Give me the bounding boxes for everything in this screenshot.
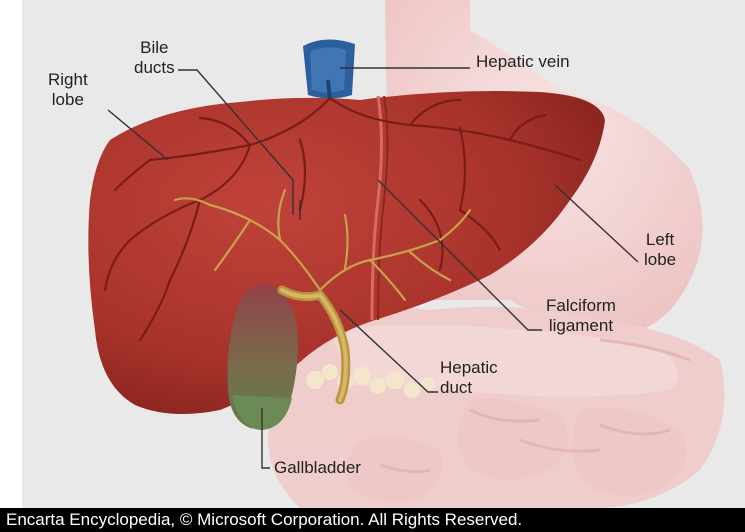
label-right-lobe: Right lobe [48,70,88,110]
label-left-lobe-line1: Left [644,230,676,250]
label-hepatic-vein-text: Hepatic vein [476,52,570,72]
white-corner-left [0,0,22,508]
liver-illustration [0,0,745,508]
label-bile-ducts-line2: ducts [134,58,175,78]
copyright-credit-bar: Encarta Encyclopedia, © Microsoft Corpor… [0,508,745,532]
label-right-lobe-line2: lobe [48,90,88,110]
label-left-lobe-line2: lobe [644,250,676,270]
label-bile-ducts-line1: Bile [134,38,175,58]
label-falciform-line2: ligament [546,316,616,336]
hepatic-vein-shape [303,39,355,100]
label-hepatic-duct: Hepatic duct [440,358,498,398]
label-hepatic-duct-line1: Hepatic [440,358,498,378]
label-falciform-line1: Falciform [546,296,616,316]
label-gallbladder-text: Gallbladder [274,458,361,478]
gallbladder-shape [228,284,299,430]
label-right-lobe-line1: Right [48,70,88,90]
label-falciform-ligament: Falciform ligament [546,296,616,336]
label-bile-ducts: Bile ducts [134,38,175,78]
label-left-lobe: Left lobe [644,230,676,270]
label-gallbladder: Gallbladder [274,458,361,478]
label-hepatic-duct-line2: duct [440,378,498,398]
label-hepatic-vein: Hepatic vein [476,52,570,72]
